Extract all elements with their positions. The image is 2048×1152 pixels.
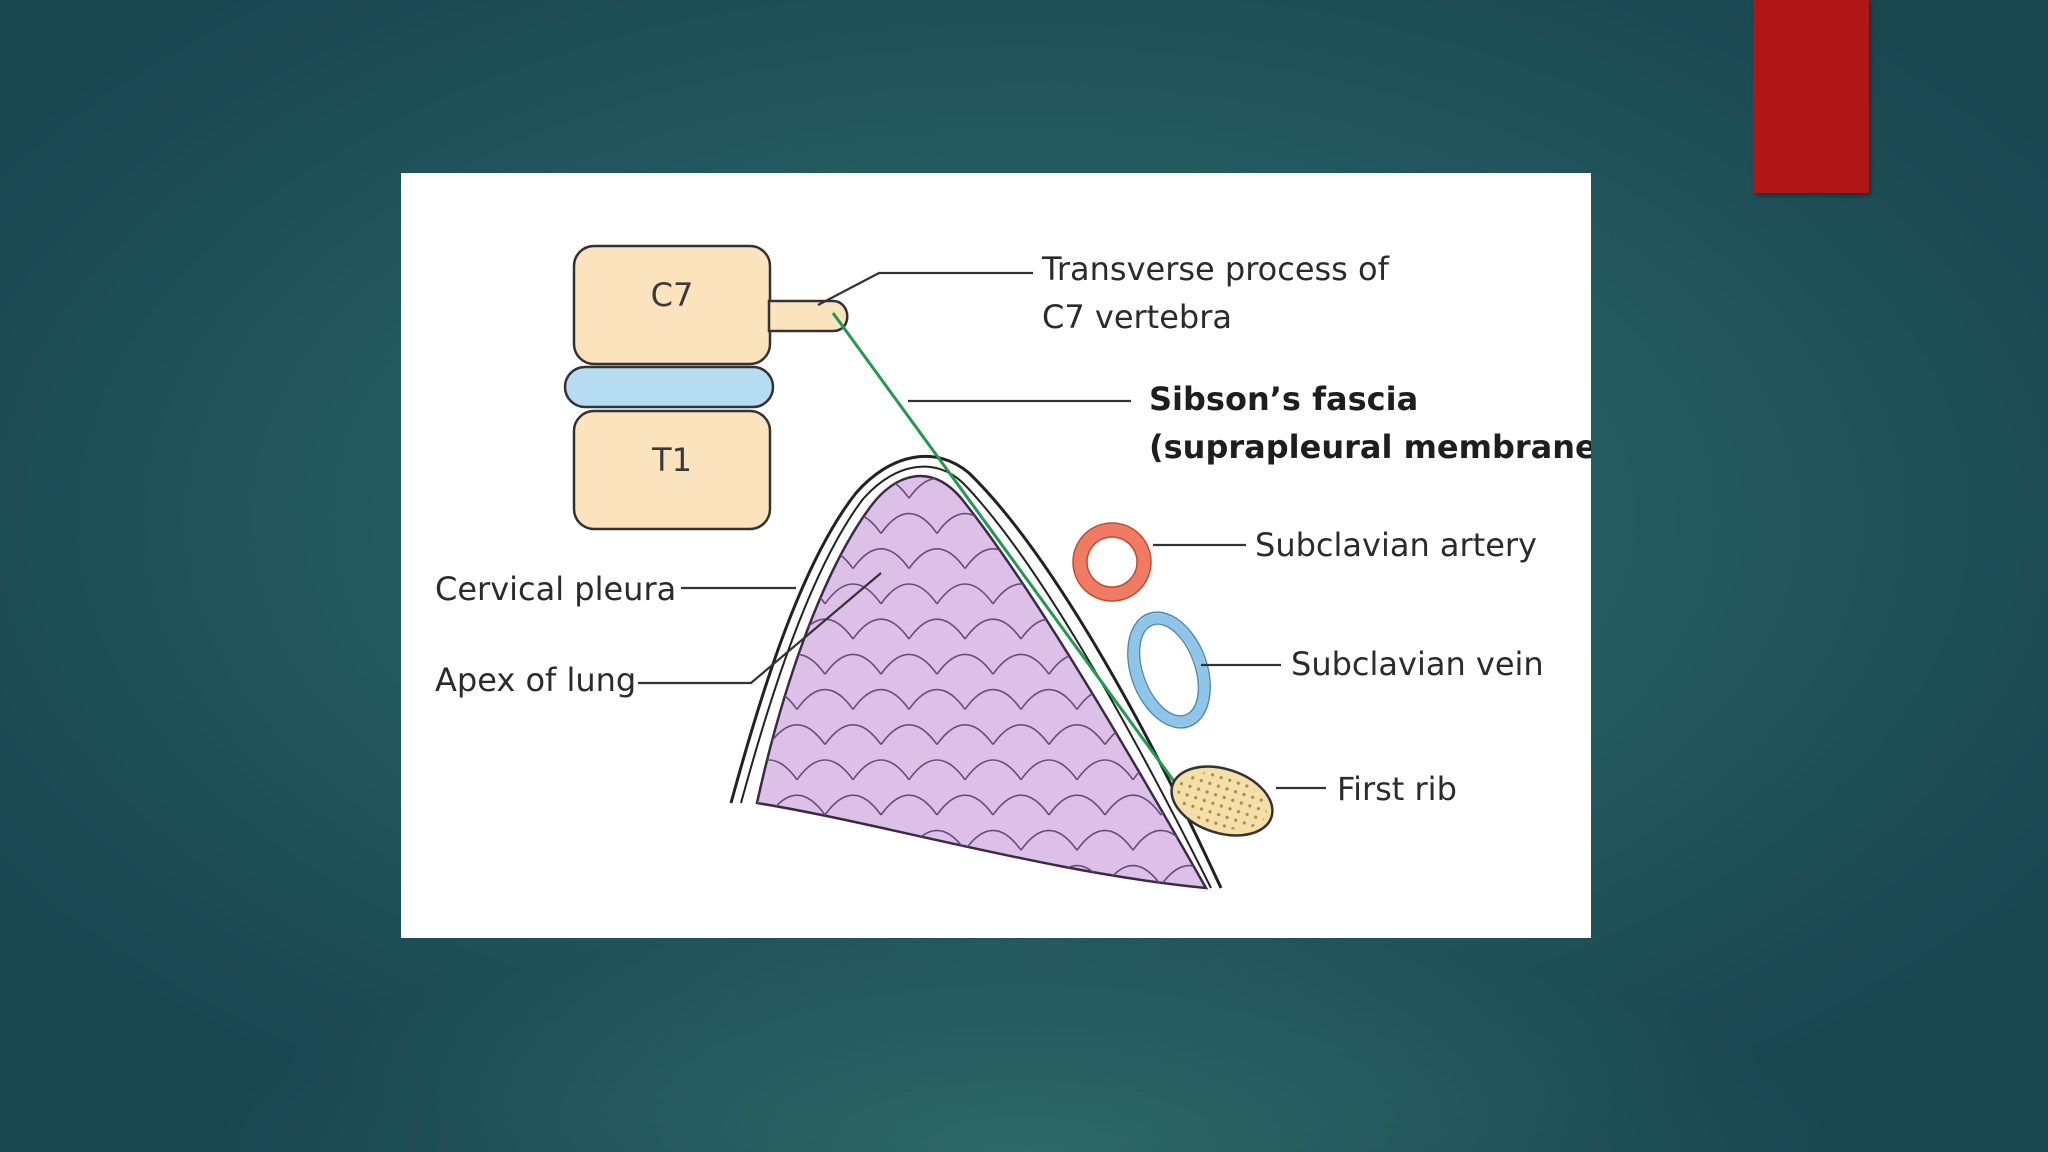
subclavian-vein-icon bbox=[1128, 613, 1210, 727]
subclavian-artery-label: Subclavian artery bbox=[1255, 526, 1537, 564]
first-rib-label: First rib bbox=[1337, 770, 1457, 808]
transverse-process-label-line2: C7 vertebra bbox=[1042, 298, 1232, 336]
c7-transverse-process bbox=[767, 299, 849, 333]
subclavian-vein-label: Subclavian vein bbox=[1291, 645, 1544, 683]
apex-of-lung-label: Apex of lung bbox=[435, 661, 636, 699]
sibsons-fascia-diagram: C7 T1 bbox=[435, 244, 1591, 890]
lung-apex bbox=[755, 474, 1209, 890]
transverse-process-label-line1: Transverse process of bbox=[1041, 250, 1390, 288]
t1-label: T1 bbox=[651, 441, 692, 479]
sibsons-fascia-label-line2: (suprapleural membrane) bbox=[1149, 428, 1591, 466]
anatomy-figure: C7 T1 bbox=[401, 173, 1591, 938]
c7-label: C7 bbox=[651, 276, 694, 314]
subclavian-artery-icon bbox=[1073, 523, 1151, 601]
red-accent-bar bbox=[1753, 0, 1869, 193]
cervical-pleura-label: Cervical pleura bbox=[435, 570, 676, 608]
cervical-pleura-outline bbox=[729, 454, 1223, 889]
sibsons-fascia-label-line1: Sibson’s fascia bbox=[1149, 380, 1418, 418]
leader-lines bbox=[638, 271, 1326, 790]
sibsons-fascia-line bbox=[831, 312, 1183, 792]
intervertebral-disc bbox=[563, 365, 775, 409]
t1-vertebra bbox=[572, 409, 772, 531]
